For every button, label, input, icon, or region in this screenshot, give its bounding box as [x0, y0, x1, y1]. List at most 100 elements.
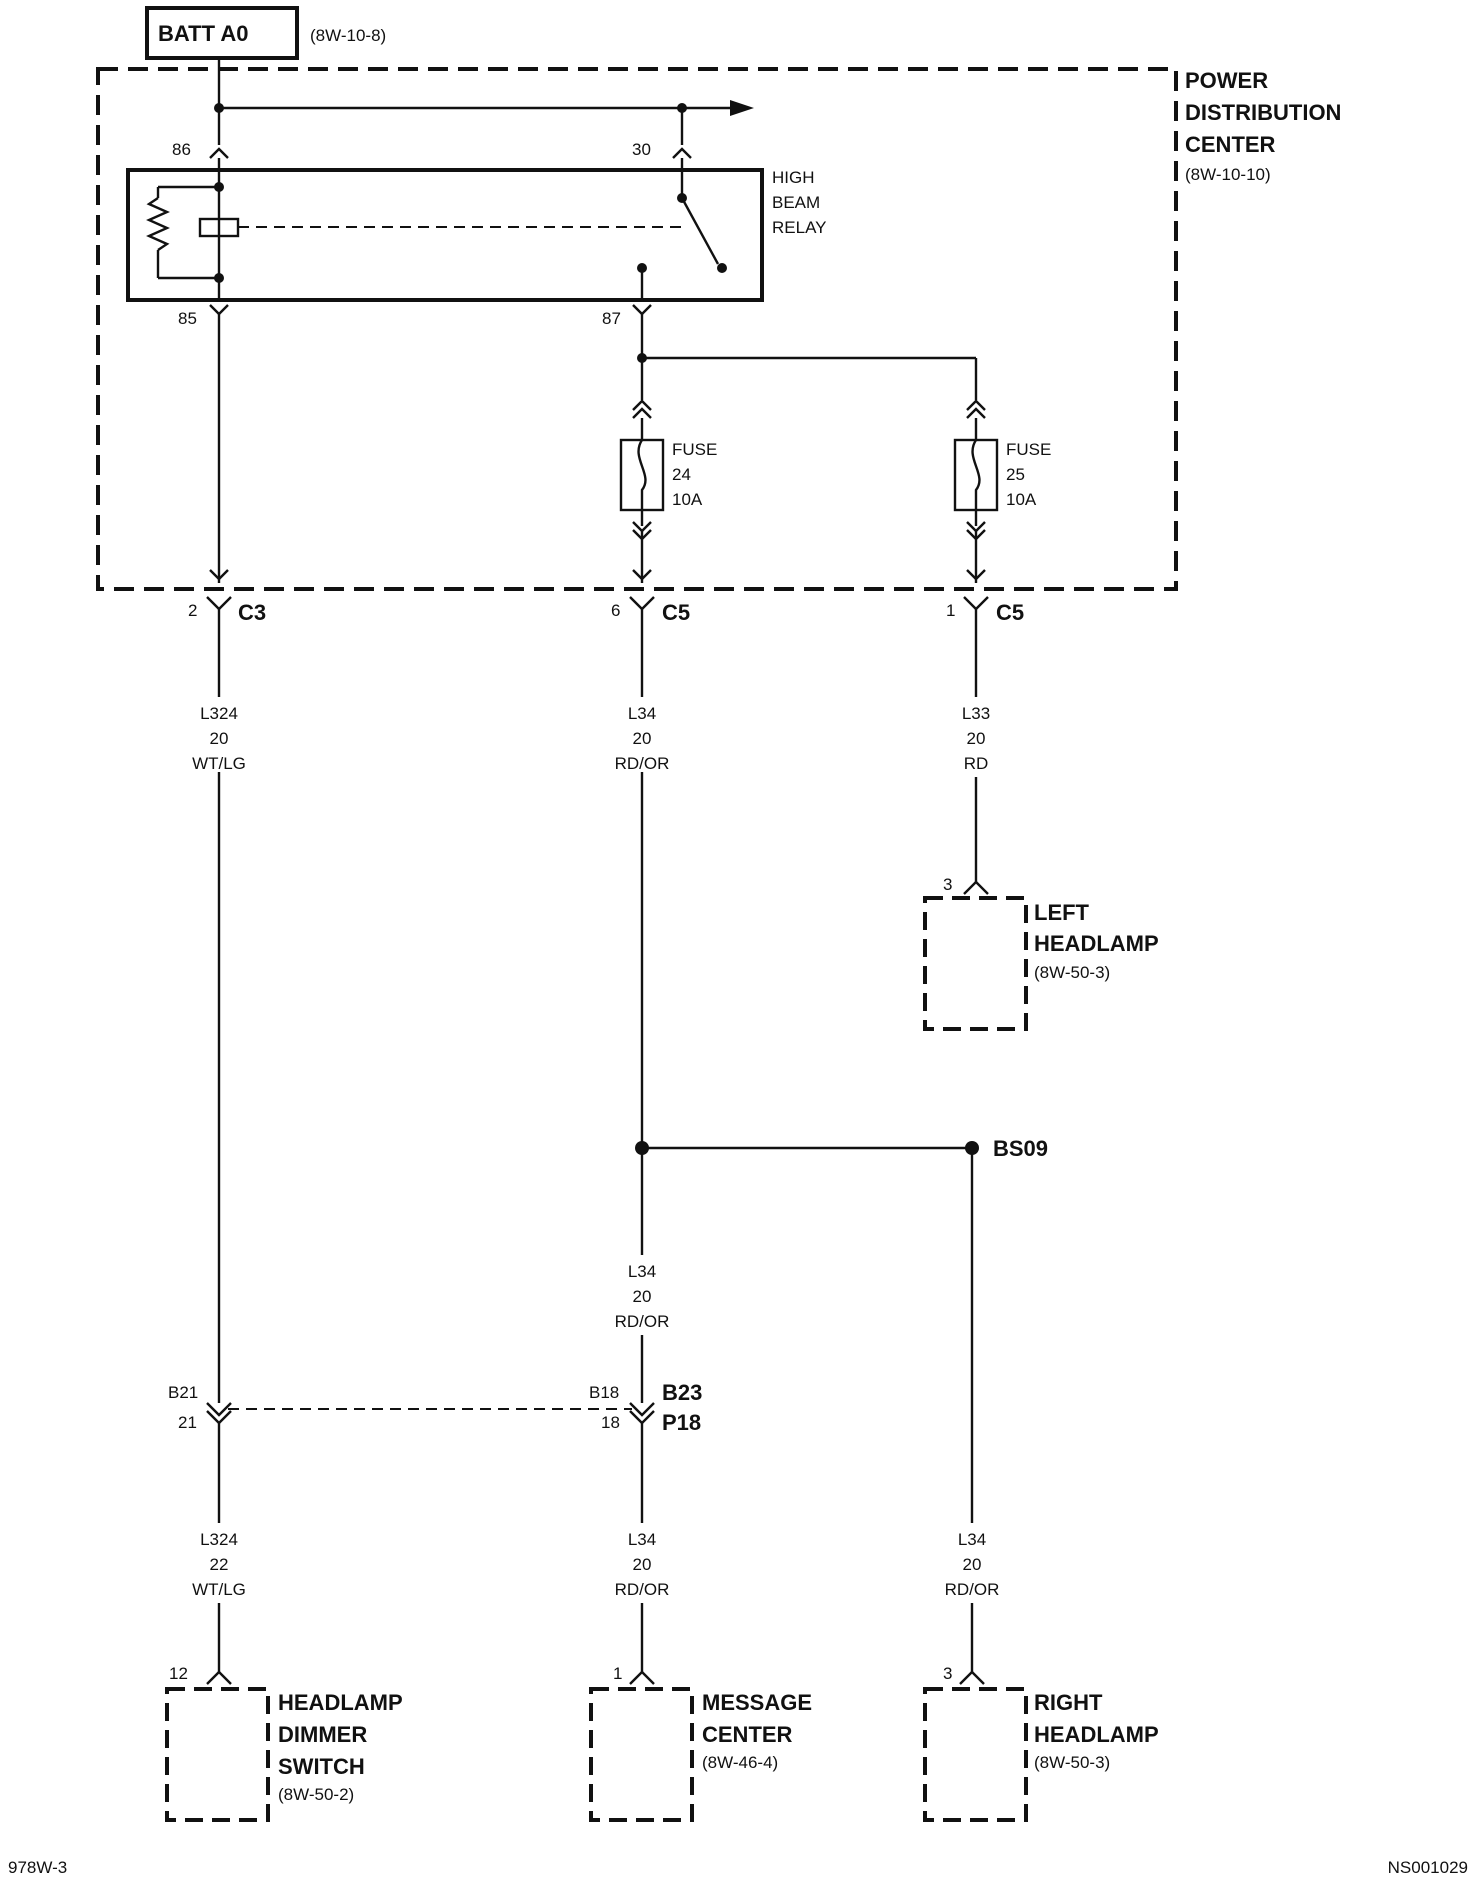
connector-c5-pin6-pin: 6: [611, 601, 620, 620]
pin-30-terminal-icon: [672, 147, 692, 159]
dimmer-label-1: HEADLAMP: [278, 1690, 403, 1715]
fuse-25: FUSE 25 10A: [953, 399, 1051, 583]
relay-switch-arm: [680, 197, 720, 265]
dimmer-label-2: DIMMER: [278, 1722, 367, 1747]
left-headlamp-label-2: HEADLAMP: [1034, 931, 1159, 956]
relay-label-3: RELAY: [772, 218, 827, 237]
wire-l324-top-gauge: 20: [210, 729, 229, 748]
batt-box: [145, 6, 299, 60]
dimmer-pin: 12: [169, 1664, 188, 1683]
power-distribution-center: POWER DISTRIBUTION CENTER (8W-10-10): [96, 67, 1341, 591]
connector-c3-icon: [206, 596, 232, 611]
wire-l34-mid-gauge: 20: [633, 1287, 652, 1306]
wire-l34-center: L34 20 RD/OR L34 20 RD/OR L34 20 RD/OR: [615, 609, 670, 1672]
connector-c3-pin: 2: [188, 601, 197, 620]
fuse-24-label-1: FUSE: [672, 440, 717, 459]
inline-connector-name-2: P18: [662, 1410, 701, 1435]
wire-l33-color: RD: [964, 754, 989, 773]
splice-label: BS09: [993, 1136, 1048, 1161]
relay-label-2: BEAM: [772, 193, 820, 212]
wire-pin85-to-c3: [209, 314, 229, 583]
message-center-pin: 1: [613, 1664, 622, 1683]
wire-l34-right-gauge: 20: [963, 1555, 982, 1574]
fuse-25-label-3: 10A: [1006, 490, 1037, 509]
right-headlamp-terminal-icon: [959, 1670, 985, 1685]
pdc-title-1: POWER: [1185, 68, 1268, 93]
fuse-25-element-icon: [971, 439, 981, 510]
wire-l33-circuit: L33: [962, 704, 990, 723]
wire-l33-gauge: 20: [967, 729, 986, 748]
pdc-title-2: DISTRIBUTION: [1185, 100, 1341, 125]
splice-bs09: BS09 L34 20 RD/OR: [642, 1136, 1048, 1672]
wire-l34-bot-color: RD/OR: [615, 1580, 670, 1599]
connector-c3-name: C3: [238, 600, 266, 625]
batt-label: BATT A0: [158, 21, 248, 46]
relay-pin-30: 30: [632, 140, 651, 159]
inline-b21: B21: [168, 1383, 198, 1402]
right-headlamp-label-2: HEADLAMP: [1034, 1722, 1159, 1747]
high-beam-relay: 86 30 85 87 HIGH BEAM RELAY: [126, 140, 827, 328]
fuse-24-element-icon: [637, 439, 647, 510]
wire-l34-top-circuit: L34: [628, 704, 656, 723]
fuse-24-label-3: 10A: [672, 490, 703, 509]
wire-l33: L33 20 RD: [962, 609, 990, 882]
pin-85-terminal-icon: [209, 304, 229, 316]
wire-pin87-to-fuses: [637, 314, 978, 400]
pdc-title-3: CENTER: [1185, 132, 1276, 157]
pdc-ref: (8W-10-10): [1185, 165, 1271, 184]
headlamp-dimmer-switch: 12 HEADLAMP DIMMER SWITCH (8W-50-2): [165, 1664, 403, 1822]
wire-l34-right-circuit: L34: [958, 1530, 986, 1549]
relay-pin-86: 86: [172, 140, 191, 159]
inline-b18: B18: [589, 1383, 619, 1402]
wire-l324-top-circuit: L324: [200, 704, 238, 723]
wire-l34-mid-circuit: L34: [628, 1262, 656, 1281]
wire-l34-mid-color: RD/OR: [615, 1312, 670, 1331]
connector-c5-pin1: 1 C5: [946, 596, 1024, 625]
right-headlamp-ref: (8W-50-3): [1034, 1753, 1110, 1772]
inline-p21: 21: [178, 1413, 197, 1432]
left-headlamp-ref: (8W-50-3): [1034, 963, 1110, 982]
relay-box: [126, 168, 764, 302]
fuse-24: FUSE 24 10A: [619, 399, 717, 583]
message-center-label-1: MESSAGE: [702, 1690, 812, 1715]
batt-a0: BATT A0 (8W-10-8): [145, 6, 386, 60]
wire-l34-bot-circuit: L34: [628, 1530, 656, 1549]
connector-c5-pin6: 6 C5: [611, 596, 690, 625]
inline-connector-b23-p18: B21 21 B18 18 B23 P18: [168, 1380, 702, 1435]
wire-l324-bot-gauge: 22: [210, 1555, 229, 1574]
message-center-ref: (8W-46-4): [702, 1753, 778, 1772]
inline-connector-name-1: B23: [662, 1380, 702, 1405]
connector-c5-pin1-icon: [963, 596, 989, 611]
wire-l34-top-color: RD/OR: [615, 754, 670, 773]
connector-c5-pin1-name: C5: [996, 600, 1024, 625]
relay-label-1: HIGH: [772, 168, 815, 187]
left-headlamp: 3 LEFT HEADLAMP (8W-50-3): [923, 875, 1159, 1031]
dimmer-terminal-icon: [206, 1670, 232, 1685]
battery-feed: [209, 58, 754, 159]
right-headlamp-label-1: RIGHT: [1034, 1690, 1103, 1715]
pin-87-terminal-icon: [632, 304, 652, 316]
relay-pin-87: 87: [602, 309, 621, 328]
left-headlamp-terminal-icon: [963, 880, 989, 895]
batt-ref: (8W-10-8): [310, 26, 386, 45]
dimmer-label-3: SWITCH: [278, 1754, 365, 1779]
connector-c5-pin1-pin: 1: [946, 601, 955, 620]
connector-c5-pin6-icon: [629, 596, 655, 611]
message-center: 1 MESSAGE CENTER (8W-46-4): [589, 1664, 812, 1822]
right-headlamp-pin: 3: [943, 1664, 952, 1683]
right-headlamp: 3 RIGHT HEADLAMP (8W-50-3): [923, 1664, 1159, 1822]
footer-left-id: 978W-3: [8, 1858, 67, 1877]
resistor-icon: [146, 197, 170, 251]
wire-l34-top-gauge: 20: [633, 729, 652, 748]
message-center-box: [589, 1687, 694, 1822]
connector-c5-pin6-name: C5: [662, 600, 690, 625]
left-headlamp-pin: 3: [943, 875, 952, 894]
wire-l34-bot-gauge: 20: [633, 1555, 652, 1574]
footer-right-id: NS001029: [1388, 1858, 1468, 1877]
bus-arrow-icon: [730, 100, 754, 116]
dimmer-ref: (8W-50-2): [278, 1785, 354, 1804]
left-headlamp-box: [923, 896, 1028, 1031]
right-headlamp-box: [923, 1687, 1028, 1822]
fuse-24-label-2: 24: [672, 465, 691, 484]
